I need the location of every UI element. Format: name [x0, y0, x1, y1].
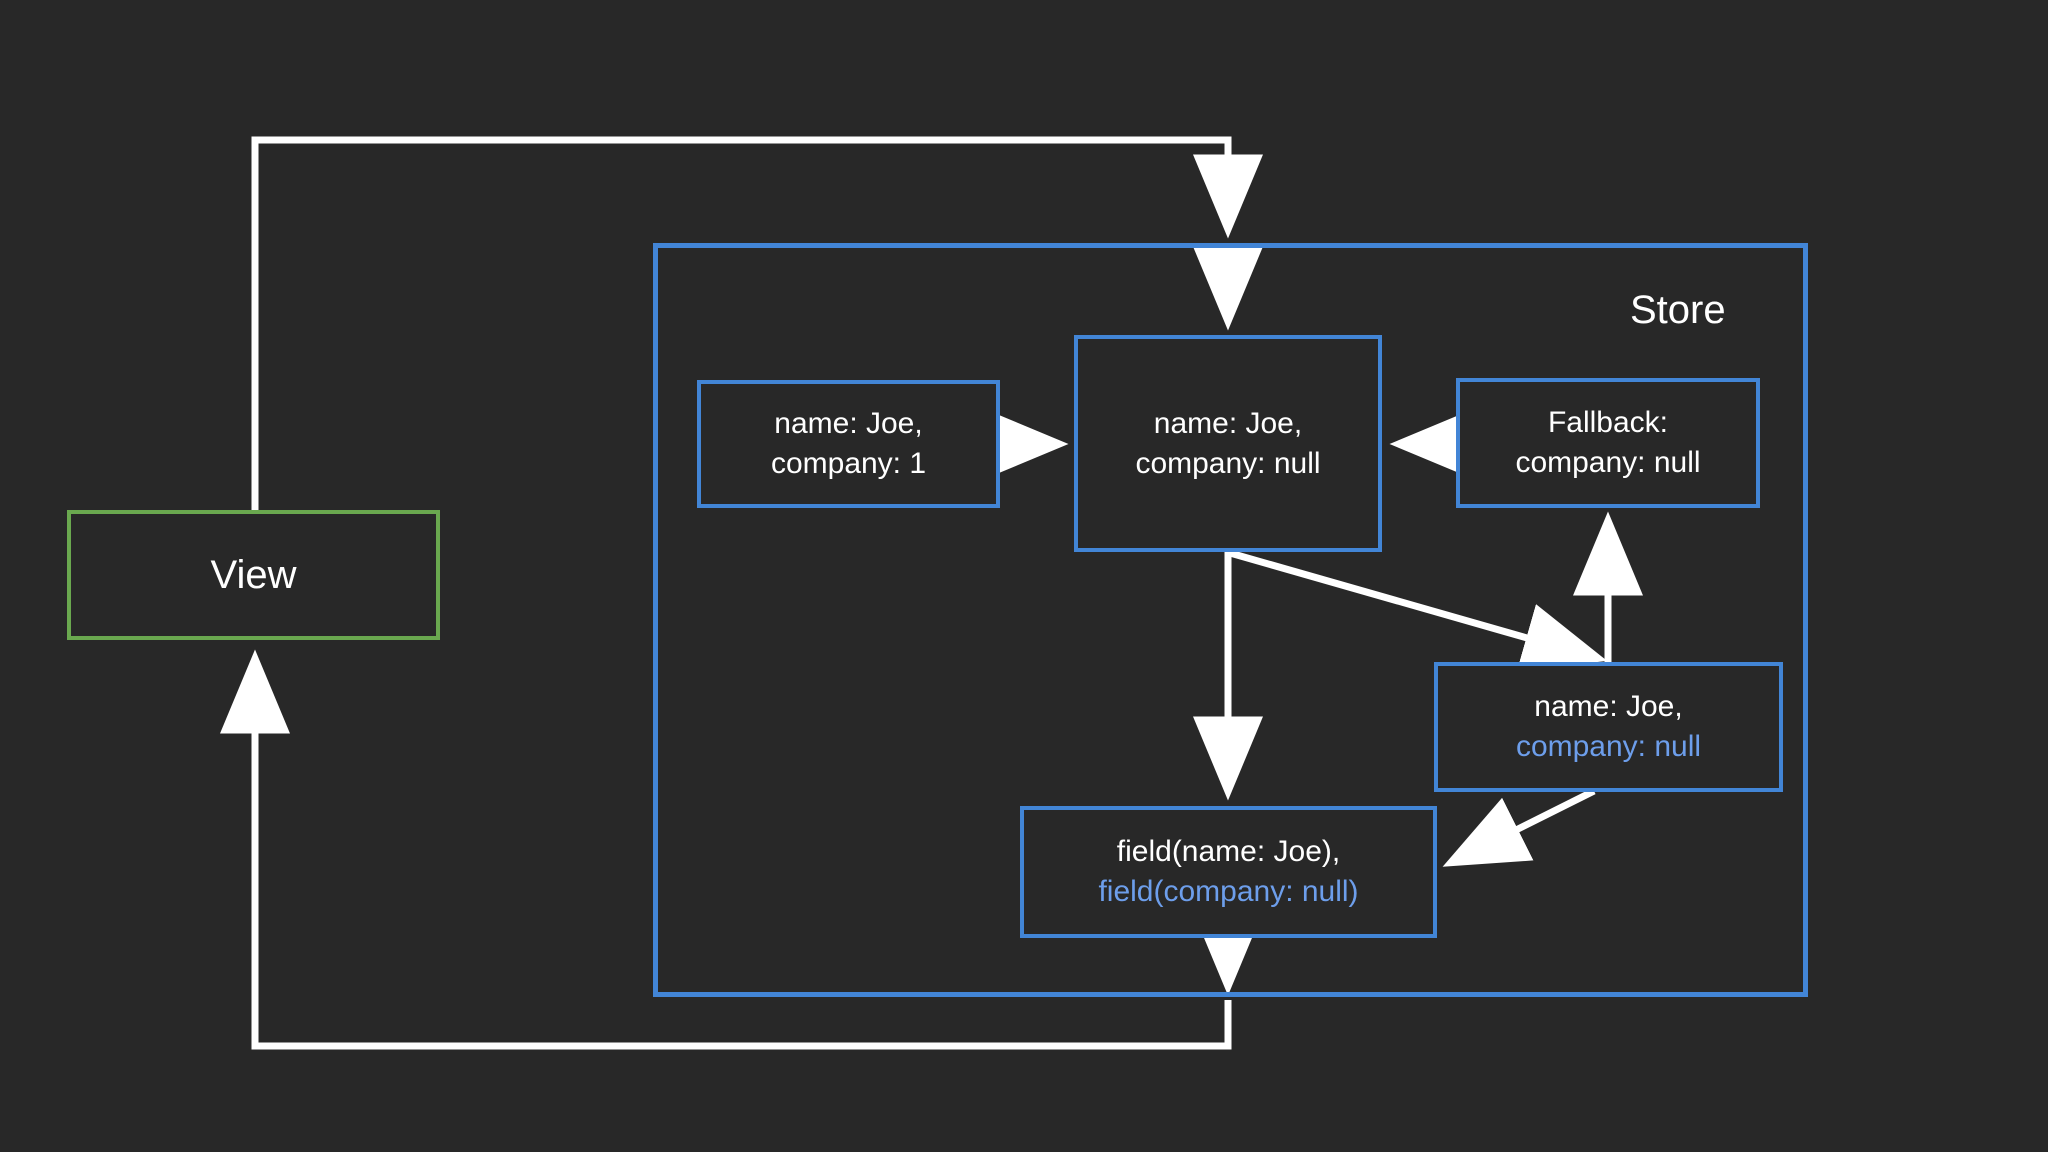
- node-record-company-1-line2: company: 1: [770, 447, 927, 480]
- node-record-company-null-line1: name: Joe,: [1153, 406, 1303, 440]
- node-view[interactable]: View: [67, 510, 440, 640]
- node-resolved-record-line1: name: Joe,: [1534, 690, 1683, 724]
- node-fallback-line2: company: null: [1515, 446, 1701, 479]
- node-fallback-line1: Fallback:: [1547, 406, 1669, 440]
- node-fallback[interactable]: Fallback: company: null: [1456, 378, 1760, 508]
- group-store-label: Store: [1630, 288, 1726, 332]
- node-fields-line2: field(company: null): [1098, 875, 1359, 908]
- node-record-company-1[interactable]: name: Joe, company: 1: [697, 380, 1000, 508]
- node-resolved-record-line2: company: null: [1515, 730, 1702, 763]
- node-record-company-null[interactable]: name: Joe, company: null: [1074, 335, 1382, 552]
- node-fields[interactable]: field(name: Joe), field(company: null): [1020, 806, 1437, 938]
- node-record-company-null-line2: company: null: [1135, 446, 1321, 480]
- node-view-label: View: [210, 552, 297, 597]
- node-record-company-1-line1: name: Joe,: [774, 407, 923, 441]
- node-fields-line1: field(name: Joe),: [1116, 835, 1341, 869]
- group-store: [653, 243, 1808, 997]
- node-resolved-record[interactable]: name: Joe, company: null: [1434, 662, 1783, 792]
